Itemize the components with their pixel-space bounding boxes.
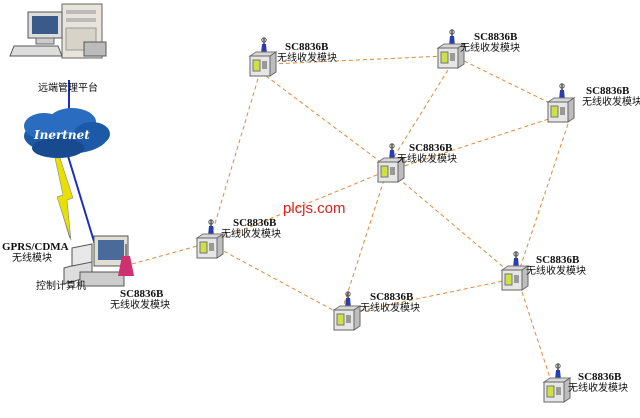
module-desc: 无线收发模块 bbox=[277, 53, 337, 64]
mesh-link bbox=[521, 291, 553, 385]
module-model: SC8836B bbox=[536, 254, 580, 266]
radio-module-icon bbox=[542, 363, 572, 403]
module-model: SC8836B bbox=[586, 85, 630, 97]
radio-module-icon bbox=[248, 37, 278, 77]
module-label: SC8836B 无线收发模块 bbox=[397, 142, 457, 166]
mesh-link bbox=[265, 75, 387, 167]
module-model: SC8836B bbox=[409, 142, 453, 154]
radio-module-icon bbox=[436, 29, 466, 69]
mesh-link bbox=[457, 57, 561, 109]
module-desc: 无线收发模块 bbox=[460, 43, 520, 54]
module-label: SC8836B 无线收发模块 bbox=[460, 31, 520, 55]
module-label: SC8836B 无线收发模块 bbox=[277, 41, 337, 65]
module-model: SC8836B bbox=[474, 31, 518, 43]
gprs-label-line2: 无线模块 bbox=[12, 253, 52, 264]
computer-icon bbox=[63, 235, 134, 287]
server-tower-icon bbox=[9, 3, 107, 59]
mesh-link bbox=[343, 179, 385, 305]
module-desc: 无线收发模块 bbox=[582, 97, 640, 108]
module-model: SC8836B bbox=[233, 217, 277, 229]
module-desc: 无线收发模块 bbox=[360, 303, 420, 314]
module-label: SC8836B 无线收发模块 bbox=[526, 254, 586, 278]
platform-label: 远端管理平台 bbox=[38, 83, 98, 94]
mesh-link bbox=[210, 71, 261, 238]
module-label: SC8836B 无线收发模块 bbox=[568, 371, 628, 395]
radio-module-icon bbox=[546, 83, 576, 123]
mesh-link bbox=[519, 123, 569, 269]
module-model: SC8836B bbox=[578, 371, 622, 383]
watermark: plcjs.com bbox=[283, 200, 346, 217]
radio-module-icon bbox=[195, 219, 225, 259]
module-model: SC8836B bbox=[285, 41, 329, 53]
mesh-link bbox=[217, 171, 385, 241]
module-model: SC8836B bbox=[120, 288, 164, 300]
mesh-link bbox=[271, 55, 445, 65]
module-label: SC8836B 无线收发模块 bbox=[221, 217, 281, 241]
gprs-label-line1: GPRS/CDMA bbox=[2, 241, 69, 253]
module-label: SC8836B 无线收发模块 bbox=[360, 291, 420, 315]
cloud-label: Inertnet bbox=[34, 128, 90, 142]
module-desc: 无线收发模块 bbox=[221, 229, 281, 240]
radio-module-icon bbox=[332, 291, 362, 331]
module-desc: 无线收发模块 bbox=[397, 154, 457, 165]
mesh-link bbox=[217, 247, 345, 317]
gprs-label: GPRS/CDMA 无线模块 bbox=[2, 241, 69, 265]
mesh-link bbox=[391, 69, 449, 161]
module-desc: 无线收发模块 bbox=[110, 300, 170, 311]
module-model: SC8836B bbox=[370, 291, 414, 303]
module-label: SC8836B 无线收发模块 bbox=[110, 288, 170, 312]
module-desc: 无线收发模块 bbox=[526, 266, 586, 277]
module-label: SC8836B 无线收发模块 bbox=[582, 85, 640, 109]
radio-module-icon bbox=[376, 143, 406, 183]
cloud-icon bbox=[24, 108, 110, 158]
mesh-link bbox=[397, 115, 559, 169]
module-desc: 无线收发模块 bbox=[568, 383, 628, 394]
mesh-link bbox=[397, 177, 515, 277]
control-computer-label: 控制计算机 bbox=[36, 281, 86, 292]
wire bbox=[67, 155, 97, 249]
radio-module-icon bbox=[500, 251, 530, 291]
mesh-link bbox=[131, 242, 209, 265]
mesh-link bbox=[353, 279, 509, 313]
